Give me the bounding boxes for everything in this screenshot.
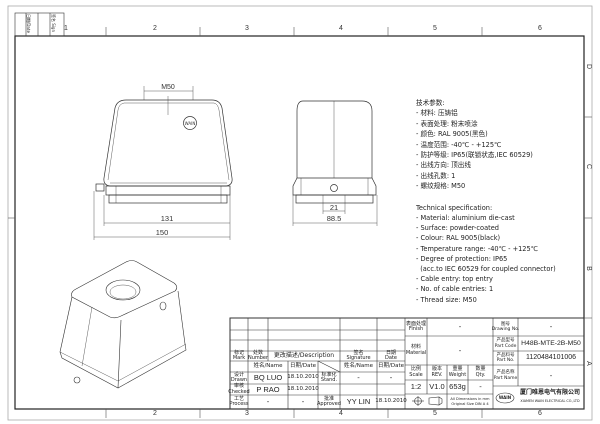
- column-marker-5: 5: [433, 25, 437, 32]
- part-code-label: 产品型号 Part Code: [494, 338, 517, 349]
- spec-cn-line: - 材料: 压铸铝: [416, 109, 458, 118]
- spec-cn-line: - 温度范围: -40℃ - +125℃: [416, 140, 502, 149]
- name-header: 姓名/Name: [253, 362, 283, 369]
- column-marker-3-bottom: 3: [245, 410, 249, 417]
- column-marker-6: 6: [538, 25, 542, 32]
- row-marker-d: D: [585, 63, 593, 70]
- checked-name: P RAO: [256, 384, 280, 394]
- thread-dimension-label: M50: [161, 84, 175, 91]
- column-marker-2: 2: [153, 25, 157, 32]
- date-col-header-2: 日期/Date: [378, 362, 404, 369]
- checked-label: 审核 Checked: [228, 383, 250, 395]
- corner-label-date: 日期/Date: [26, 14, 31, 33]
- part-no-label: 产品料号 Part No.: [496, 352, 515, 364]
- front-view: [93, 86, 233, 240]
- column-marker-5-bottom: 5: [433, 410, 437, 417]
- outer-trim-border: [7, 5, 593, 421]
- part-no-value: 1120484101006: [525, 354, 577, 362]
- dimensions-note: All Dimensions in mm Original Size DIN A…: [450, 397, 490, 406]
- date-header: 日期 Date: [385, 349, 397, 361]
- material-value: -: [458, 345, 462, 355]
- process-label: 工艺 Process: [229, 395, 249, 407]
- checked-date: 18.10.2010: [287, 385, 319, 392]
- spec-cn-line: - 螺纹规格: M50: [416, 182, 466, 191]
- side-view: [292, 100, 378, 226]
- process-name: -: [266, 397, 270, 407]
- finish-value: -: [458, 322, 462, 332]
- stand-name: -: [357, 373, 360, 383]
- column-marker-6-bottom: 6: [538, 410, 542, 417]
- spec-cn-line: - 颜色: RAL 9005(黑色): [416, 130, 488, 139]
- drawn-label: 设计 Drawn: [230, 371, 248, 383]
- drawing-no-label: 图号 Drawing No.: [491, 321, 520, 333]
- weight-value: 653g: [449, 382, 466, 392]
- scale-label: 比例 Scale: [409, 366, 423, 378]
- front-view-logo: WAIN: [185, 121, 196, 126]
- spec-en-line: - Material: aluminium die-cast: [416, 214, 515, 222]
- part-code-value: H48B-MTE-2B-M50: [521, 339, 581, 347]
- stand-date: -: [389, 373, 393, 383]
- spec-cn-line: - 防护等级: IP65(联锁状态,IEC 60529): [416, 150, 533, 159]
- part-name-value: -: [549, 370, 553, 380]
- column-marker-4-bottom: 4: [339, 410, 343, 417]
- process-date: -: [301, 397, 305, 407]
- company-logo: WAIN: [498, 395, 512, 401]
- part-name-label: 产品名称 Part Name: [493, 370, 518, 381]
- company-name-cn: 厦门唯恩电气有限公司: [519, 389, 580, 397]
- spec-en-title: Technical specification:: [416, 204, 493, 212]
- corner-register-box: [14, 12, 65, 37]
- approved-date: 18.10.2010: [375, 398, 407, 405]
- number-header: 处数 Number: [247, 349, 269, 361]
- dimension-88-5: 88.5: [327, 214, 342, 223]
- scale-value: 1:2: [410, 382, 422, 392]
- description-header: 更改描述/Description: [273, 352, 335, 360]
- drawn-name: BQ LUO: [253, 373, 283, 383]
- spec-cn-line: - 出线方向: 顶出线: [416, 161, 471, 170]
- isometric-view: [59, 260, 187, 389]
- qty-label: 数量 Qty.: [475, 366, 486, 378]
- date-col-header: 日期/Date: [290, 362, 316, 369]
- projection-symbol-icon: [412, 395, 424, 407]
- column-marker-4: 4: [339, 25, 343, 32]
- name-header-2: 姓名/Name: [343, 362, 374, 369]
- spec-en-line: - Cable entry: top entry: [416, 275, 493, 284]
- column-marker-1: 1: [64, 25, 68, 32]
- row-marker-b: B: [584, 266, 592, 271]
- spec-cn-line: - 表面处理: 粉末喷涂: [416, 119, 478, 128]
- spec-en-line: - Colour: RAL 9005(black): [416, 234, 501, 243]
- dimension-150: 150: [156, 228, 169, 237]
- company-name-en: XIAMEN WAIN ELECTRICAL CO.,LTD: [520, 399, 580, 404]
- spec-en-line: (acc.to IEC 60529 for coupled connector): [416, 265, 556, 273]
- spec-en-line: - Thread size: M50: [416, 295, 477, 304]
- corner-label-sign: 签名 Sign: [51, 14, 56, 32]
- weight-label: 重量 Weight: [448, 366, 467, 378]
- approved-name: YY LIN: [346, 397, 371, 407]
- column-marker-2-bottom: 2: [153, 410, 157, 417]
- zone-ticks: [8, 27, 592, 418]
- spec-cn-title: 技术参数:: [416, 99, 445, 107]
- spec-en-line: - No. of cable entries: 1: [416, 285, 494, 294]
- row-marker-a: A: [584, 361, 592, 366]
- spec-en-line: - Degree of protection: IP65: [416, 254, 508, 263]
- drawing-no-value: -: [549, 322, 553, 332]
- mark-header: 标记 Mark: [232, 349, 246, 361]
- stand-label: 标准化 Stand.: [320, 371, 338, 383]
- column-marker-3: 3: [245, 25, 249, 32]
- title-block-grid: [229, 317, 585, 410]
- approved-label: 批准 Approved: [317, 395, 341, 407]
- spec-cn-line: - 出线孔数: 1: [416, 171, 456, 180]
- spec-en-line: - Surface: powder-coated: [416, 224, 499, 233]
- rev-value: V1.0: [429, 382, 445, 392]
- signature-header: 签名 Signature: [346, 349, 371, 361]
- spec-en-line: - Temperature range: -40℃ - +125℃: [416, 244, 539, 253]
- rev-label: 版本 REV.: [431, 366, 443, 378]
- drawn-date: 18.10.2010: [287, 374, 319, 381]
- dimension-21: 21: [330, 203, 338, 212]
- finish-label: 表面处理 Finish: [405, 320, 426, 332]
- qty-value: -: [479, 382, 482, 392]
- dimension-131: 131: [161, 214, 174, 223]
- row-marker-c: C: [585, 163, 593, 170]
- material-label: 材料 Material: [405, 344, 427, 356]
